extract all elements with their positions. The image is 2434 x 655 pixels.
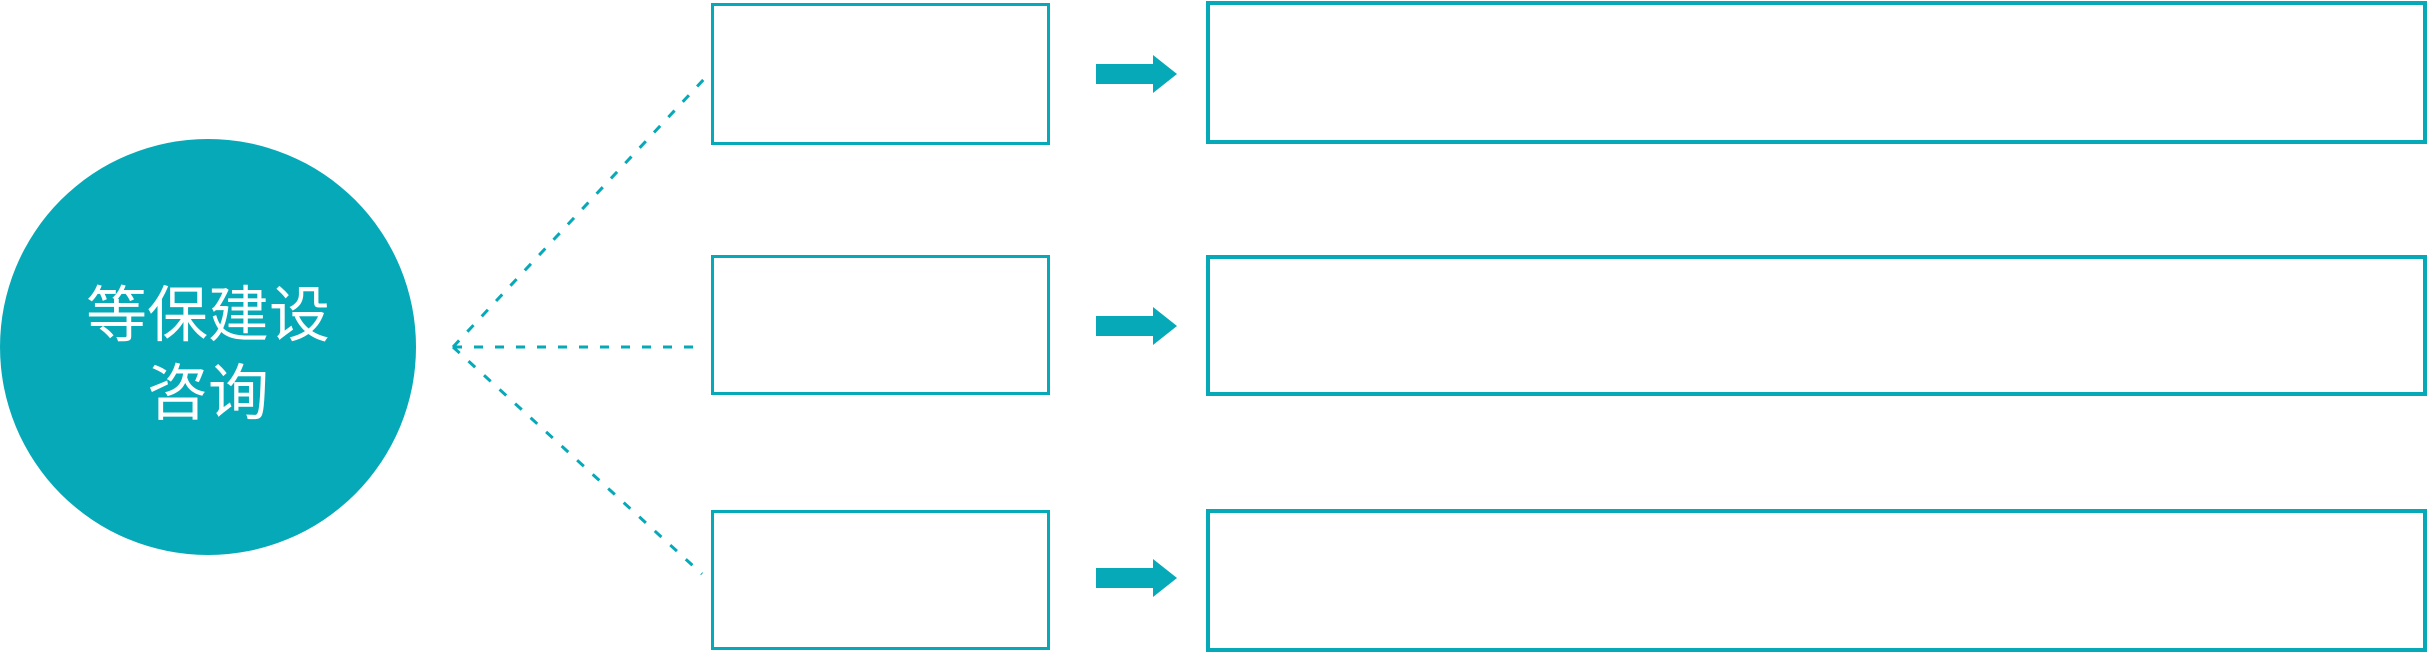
- right-arrow-icon: [1096, 307, 1177, 345]
- detail-box-3: [1206, 509, 2427, 652]
- right-arrow-icon: [1096, 55, 1177, 93]
- topic-circle-label-line2: 咨询: [146, 359, 269, 427]
- detail-box-1: [1206, 1, 2427, 144]
- category-box-2: [711, 255, 1050, 395]
- category-box-3: [711, 510, 1050, 650]
- topic-circle: 等保建设 咨询: [0, 139, 416, 555]
- dotted-connector-line-bottom: [451, 345, 704, 576]
- detail-box-2: [1206, 255, 2427, 396]
- category-box-1: [711, 3, 1050, 145]
- dotted-connector-line-top: [451, 75, 708, 349]
- topic-circle-label-line1: 等保建设: [85, 281, 330, 349]
- right-arrow-icon: [1096, 559, 1177, 597]
